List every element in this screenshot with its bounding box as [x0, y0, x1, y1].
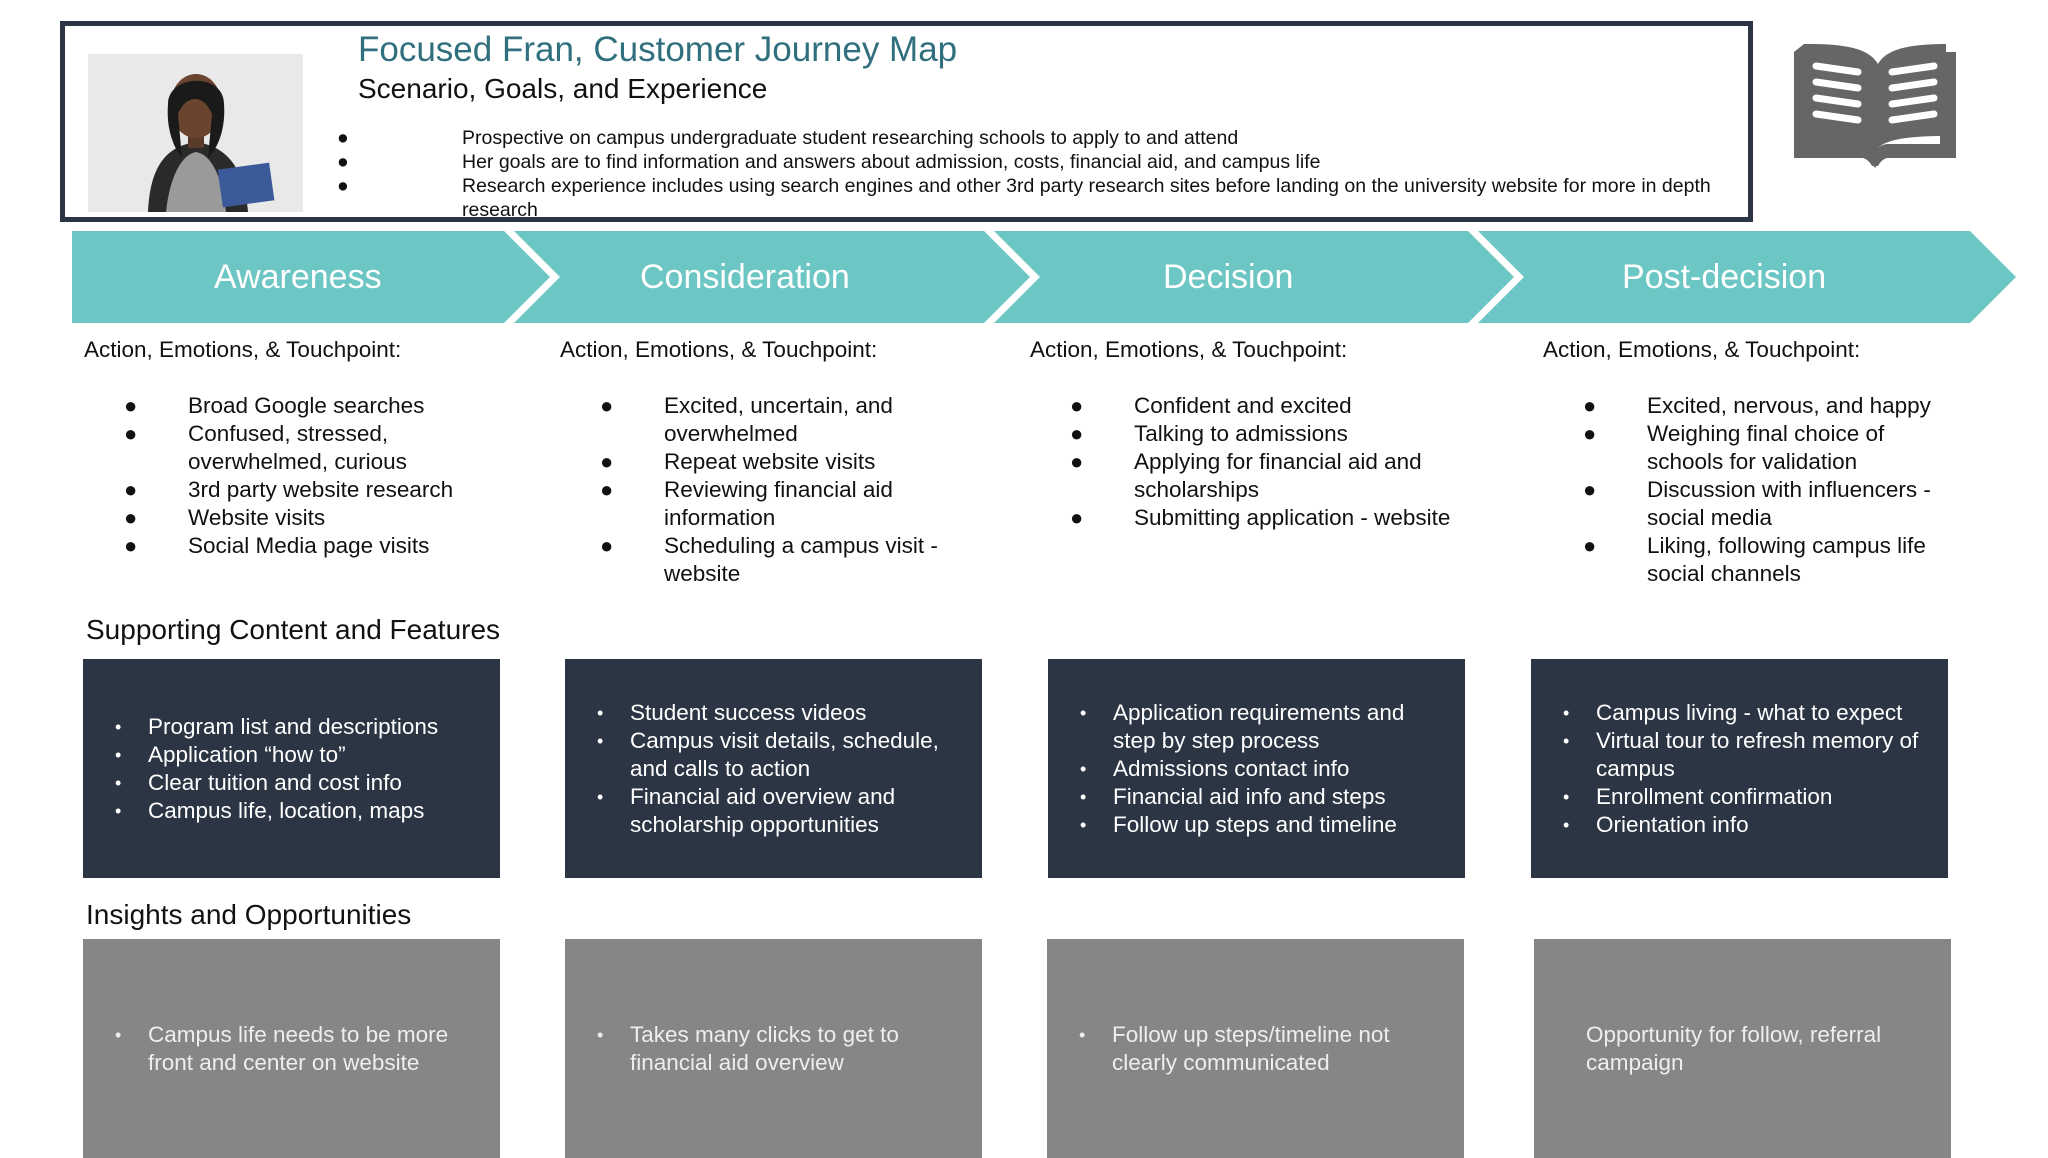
list-item: ●Excited, nervous, and happy	[1583, 393, 1931, 418]
insight-box-post-decision: Opportunity for follow, referral campaig…	[1534, 939, 1951, 1158]
phase-label-consideration: Consideration	[640, 258, 850, 296]
list-item: ●Talking to admissions	[1070, 421, 1348, 446]
list-item: ●Scheduling a campus visit - website	[600, 533, 938, 586]
insight-box-decision: •Follow up steps/timeline not clearly co…	[1047, 939, 1464, 1158]
consideration-actions-list: ●Excited, uncertain, and overwhelmed ●Re…	[600, 392, 954, 588]
list-item: •Campus life, location, maps	[115, 797, 425, 823]
list-item: •Enrollment confirmation	[1563, 783, 1833, 809]
list-item: •Admissions contact info	[1080, 755, 1350, 781]
list-item: ●Reviewing financial aid information	[600, 477, 893, 530]
list-item: ●Website visits	[124, 505, 326, 530]
list-item: •Orientation info	[1563, 811, 1749, 837]
phase-chevron-post-decision	[1478, 231, 2016, 323]
column-heading: Action, Emotions, & Touchpoint:	[560, 337, 878, 362]
supporting-box-decision: •Application requirements and step by st…	[1048, 659, 1465, 878]
list-item: ●Confused, stressed, overwhelmed, curiou…	[124, 421, 407, 474]
awareness-actions-list: ●Broad Google searches ●Confused, stress…	[124, 392, 488, 560]
list-item: •Campus visit details, schedule, and cal…	[597, 727, 939, 781]
supporting-box-post-decision: •Campus living - what to expect •Virtual…	[1531, 659, 1948, 878]
phase-chevron-consideration	[514, 231, 1030, 323]
list-item: ●3rd party website research	[124, 477, 454, 502]
phase-chevron-awareness	[72, 231, 550, 323]
post-decision-actions-list: ●Excited, nervous, and happy ●Weighing f…	[1583, 392, 1957, 588]
list-item: ●Submitting application - website	[1070, 505, 1451, 530]
list-item: ●Excited, uncertain, and overwhelmed	[600, 393, 893, 446]
list-item: •Program list and descriptions	[115, 713, 439, 739]
page-subtitle: Scenario, Goals, and Experience	[358, 73, 768, 104]
insights-section-title: Insights and Opportunities	[86, 899, 412, 930]
list-item: ●Social Media page visits	[124, 533, 430, 558]
list-item: •Clear tuition and cost info	[115, 769, 402, 795]
supporting-box-awareness: •Program list and descriptions •Applicat…	[83, 659, 500, 878]
list-item: •Takes many clicks to get to financial a…	[597, 1021, 899, 1075]
column-heading: Action, Emotions, & Touchpoint:	[1030, 337, 1348, 362]
list-item: •Application requirements and step by st…	[1080, 699, 1405, 753]
persona-photo	[88, 54, 303, 212]
phase-label-awareness: Awareness	[214, 258, 382, 296]
list-item: ●Confident and excited	[1070, 393, 1352, 418]
list-item: •Follow up steps and timeline	[1080, 811, 1397, 837]
scenario-item: ●Research experience includes using sear…	[337, 175, 1711, 221]
list-item: •Follow up steps/timeline not clearly co…	[1079, 1021, 1390, 1075]
scenario-list: ●Prospective on campus undergraduate stu…	[337, 126, 1712, 222]
supporting-section-title: Supporting Content and Features	[86, 614, 501, 645]
page-title: Focused Fran, Customer Journey Map	[358, 30, 958, 69]
list-item: ●Liking, following campus life social ch…	[1583, 533, 1926, 586]
phase-chevron-decision	[994, 231, 1514, 323]
list-item: •Virtual tour to refresh memory of campu…	[1563, 727, 1919, 781]
list-item: •Campus living - what to expect	[1563, 699, 1903, 725]
list-item: •Student success videos	[597, 699, 867, 725]
book-icon	[1790, 40, 1960, 180]
phase-label-post-decision: Post-decision	[1622, 258, 1827, 296]
phase-label-decision: Decision	[1163, 258, 1294, 296]
list-item: •Application “how to”	[115, 741, 346, 767]
list-item: •Campus life needs to be more front and …	[115, 1021, 449, 1075]
list-item: ●Discussion with influencers - social me…	[1583, 477, 1931, 530]
insight-box-awareness: •Campus life needs to be more front and …	[83, 939, 500, 1158]
list-item: •Financial aid overview and scholarship …	[597, 783, 896, 837]
insight-text: Opportunity for follow, referral campaig…	[1586, 1021, 1882, 1075]
insight-box-consideration: •Takes many clicks to get to financial a…	[565, 939, 982, 1158]
supporting-box-consideration: •Student success videos •Campus visit de…	[565, 659, 982, 878]
list-item: ●Repeat website visits	[600, 449, 876, 474]
list-item: ●Applying for financial aid and scholars…	[1070, 449, 1422, 502]
column-heading: Action, Emotions, & Touchpoint:	[84, 337, 402, 362]
scenario-item: ●Her goals are to find information and a…	[337, 151, 1321, 173]
list-item: ●Weighing final choice of schools for va…	[1583, 421, 1885, 474]
persona-header-card: Focused Fran, Customer Journey Map Scena…	[60, 21, 1753, 222]
phase-banner	[72, 231, 2016, 323]
list-item: ●Broad Google searches	[124, 393, 425, 418]
list-item: •Financial aid info and steps	[1080, 783, 1386, 809]
scenario-item: ●Prospective on campus undergraduate stu…	[337, 127, 1239, 149]
decision-actions-list: ●Confident and excited ●Talking to admis…	[1070, 392, 1454, 532]
column-heading: Action, Emotions, & Touchpoint:	[1543, 337, 1861, 362]
